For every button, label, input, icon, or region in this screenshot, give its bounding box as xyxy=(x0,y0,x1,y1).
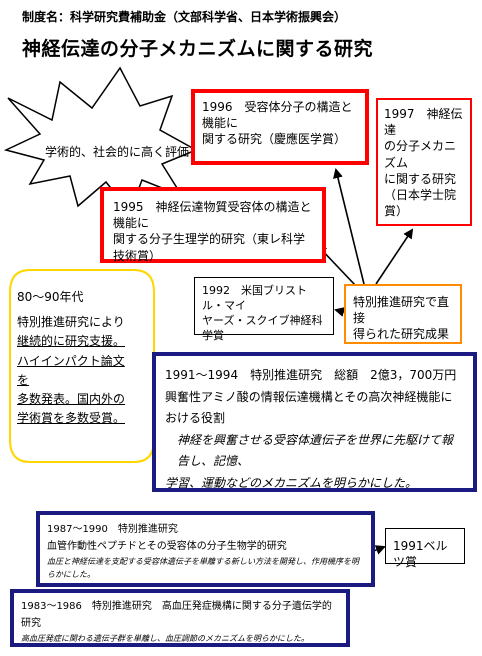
award-1997-line3: に関する研究 xyxy=(384,171,457,186)
prize-1991-box: 1991ベルツ賞 xyxy=(385,528,465,569)
callout-line2: 特別推進研究により xyxy=(17,315,125,330)
award-1992-line2: ヤーズ・スクイブ神経科学賞 xyxy=(202,313,323,342)
grant-1987-line3: 血圧と神経伝達を支配する受容体遺伝子を単離する新しい方法を開発し、作用機序を明ら… xyxy=(47,557,359,580)
award-1997-box: 1997 神経伝達 の分子メカニズム に関する研究 （日本学士院賞） xyxy=(376,98,472,226)
arrow-to-1996 xyxy=(333,168,365,285)
callout-line6: 学術賞を多数受賞。 xyxy=(17,411,126,426)
yellow-callout-shape xyxy=(9,269,163,463)
direct-results-box: 特別推進研究で直接 得られた研究成果 xyxy=(344,284,462,344)
grant-1987-box: 1987～1990 特別推進研究 血管作動性ペプチドとその受容体の分子生物学的研… xyxy=(36,511,375,587)
direct-results-line2: 得られた研究成果 xyxy=(353,327,450,342)
callout-text: 80～90年代 特別推進研究により 継続的に研究支援。 ハイインパクト論文を 多… xyxy=(17,288,129,428)
callout-line3: 継続的に研究支援。 xyxy=(17,334,126,349)
award-1996-line1: 1996 受容体分子の構造と機能に xyxy=(202,100,353,131)
award-1992-line1: 1992 米国ブリストル・マイ xyxy=(202,284,307,312)
grant-1987-line1: 1987～1990 特別推進研究 xyxy=(47,524,178,535)
grant-1991-box: 1991～1994 特別推進研究 総額 2億3，700万円 興奮性アミノ酸の情報… xyxy=(152,352,477,492)
award-1996-box: 1996 受容体分子の構造と機能に 関する研究（慶應医学賞） xyxy=(191,89,369,165)
callout-line1: 80～90年代 xyxy=(17,290,84,304)
grant-1983-line1: 1983～1986 特別推進研究 高血圧発症機構に関する分子遺伝学的研究 xyxy=(21,601,332,629)
callout-line4: ハイインパクト論文を xyxy=(17,353,125,387)
award-1997-line1: 1997 神経伝達 xyxy=(384,107,463,138)
award-1992-box: 1992 米国ブリストル・マイ ヤーズ・スクイブ神経科学賞 xyxy=(194,277,334,342)
award-1995-box: 1995 神経伝達物質受容体の構造と機能に 関する分子生理学的研究（東レ科学技術… xyxy=(100,187,326,263)
grant-1983-line2: 高血圧発症に関わる遺伝子群を単離し、血圧調節のメカニズムを明らかにした。 xyxy=(21,634,309,643)
award-1995-line1: 1995 神経伝達物質受容体の構造と機能に xyxy=(113,200,312,231)
award-1997-line2: の分子メカニズム xyxy=(384,139,457,170)
source-header: 制度名：科学研究費補助金（文部科学省、日本学術振興会） xyxy=(22,10,347,24)
callout-line5: 多数発表。国内外の xyxy=(17,391,126,406)
grant-1987-line2: 血管作動性ペプチドとその受容体の分子生物学的研究 xyxy=(47,540,287,552)
grant-1991-line3: 神経を興奮させる受容体遺伝子を世界に先駆けて報告し、記憶、 xyxy=(177,432,454,469)
award-1997-line4: （日本学士院賞） xyxy=(384,187,457,219)
grant-1983-box: 1983～1986 特別推進研究 高血圧発症機構に関する分子遺伝学的研究 高血圧… xyxy=(10,589,350,647)
grant-1991-line4: 学習、運動などのメカニズムを明らかにした。 xyxy=(165,475,418,490)
award-1995-line2: 関する分子生理学的研究（東レ科学技術賞） xyxy=(113,232,306,263)
burst-label: 学術的、社会的に高く評価 xyxy=(45,145,190,159)
arrow-to-1992 xyxy=(334,307,345,317)
award-1996-line2: 関する研究（慶應医学賞） xyxy=(202,132,347,147)
grant-1991-line2: 興奮性アミノ酸の情報伝達機構とその高次神経機能における役割 xyxy=(165,389,453,426)
arrow-to-1997 xyxy=(375,228,414,285)
page-title: 神経伝達の分子メカニズムに関する研究 xyxy=(22,38,374,60)
direct-results-line1: 特別推進研究で直接 xyxy=(353,295,450,326)
grant-1991-line1: 1991～1994 特別推進研究 総額 2億3，700万円 xyxy=(165,368,457,382)
